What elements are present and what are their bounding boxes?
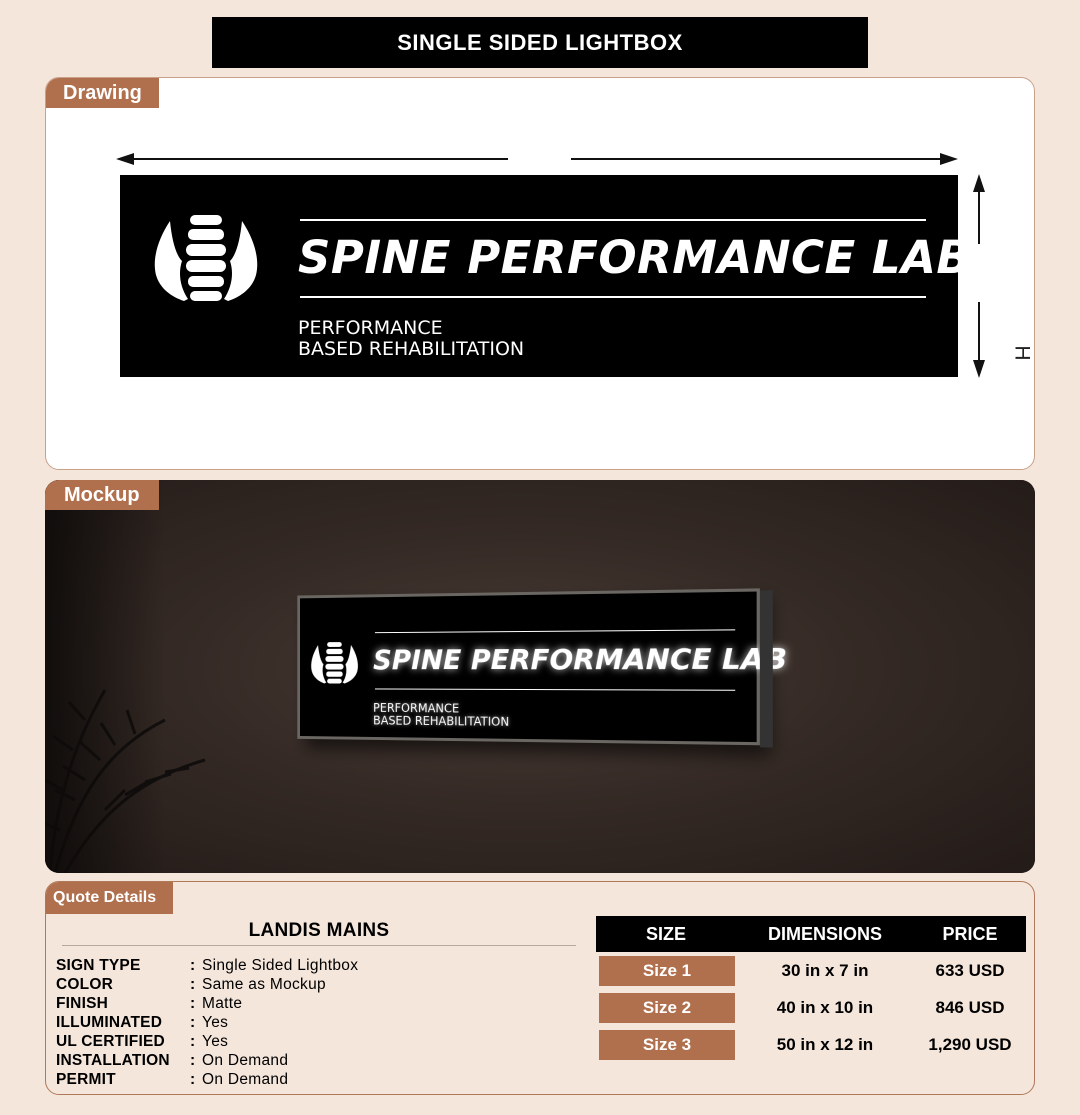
spec-value: On Demand <box>202 1051 289 1069</box>
table-row: Size 1 30 in x 7 in 633 USD <box>596 952 1026 989</box>
spec-colon: : <box>190 994 196 1012</box>
height-dimension-arrow <box>973 174 985 378</box>
spec-row: COLOR : Same as Mockup <box>56 975 358 994</box>
spec-row: ILLUMINATED : Yes <box>56 1013 358 1032</box>
drawing-tag: Drawing <box>46 78 159 108</box>
page-title: SINGLE SIDED LIGHTBOX <box>212 17 868 68</box>
price-cell: 846 USD <box>935 997 1005 1017</box>
sign-title: SPINE PERFORMANCE LAB <box>373 641 788 677</box>
spec-row: PERMIT : On Demand <box>56 1070 358 1089</box>
table-row: Size 3 50 in x 12 in 1,290 USD <box>596 1026 1026 1063</box>
sign-top-rule <box>300 219 926 221</box>
spec-value: Same as Mockup <box>202 975 326 993</box>
spec-value: Matte <box>202 994 243 1012</box>
size-pill: Size 1 <box>599 955 735 986</box>
sign-subtitle-line1: PERFORMANCE <box>298 317 443 339</box>
spec-row: FINISH : Matte <box>56 994 358 1013</box>
width-dimension-arrow <box>116 153 958 165</box>
mockup-tag: Mockup <box>45 480 159 510</box>
spec-colon: : <box>190 1051 196 1069</box>
header-dimensions: DIMENSIONS <box>767 923 882 944</box>
plant-leaves-icon <box>45 689 206 873</box>
spec-label: COLOR <box>56 975 113 993</box>
spec-colon: : <box>190 1070 196 1088</box>
spec-label: FINISH <box>56 994 109 1012</box>
spec-label: SIGN TYPE <box>56 956 141 974</box>
price-table-header: SIZE DIMENSIONS PRICE <box>596 916 1026 952</box>
spec-row: SIGN TYPE : Single Sided Lightbox <box>56 956 358 975</box>
spec-colon: : <box>190 1013 196 1031</box>
spec-colon: : <box>190 956 196 974</box>
dimensions-cell: 30 in x 7 in <box>781 960 869 980</box>
drawing-panel: Drawing W H SPINE PERFORMANCE LAB PERFOR… <box>45 77 1035 470</box>
spec-colon: : <box>190 975 196 993</box>
mockup-shadow <box>45 480 165 873</box>
spec-label: PERMIT <box>56 1070 116 1088</box>
spec-value: On Demand <box>202 1070 289 1088</box>
table-row: Size 2 40 in x 10 in 846 USD <box>596 989 1026 1026</box>
sign-mockup: SPINE PERFORMANCE LAB PERFORMANCE BASED … <box>297 588 787 754</box>
sign-top-rule <box>374 629 736 634</box>
spec-label: ILLUMINATED <box>56 1013 163 1031</box>
spec-value: Yes <box>202 1032 229 1050</box>
quote-panel: Quote Details LANDIS MAINS SIGN TYPE : S… <box>45 881 1035 1095</box>
spec-row: UL CERTIFIED : Yes <box>56 1032 358 1051</box>
mockup-panel: SPINE PERFORMANCE LAB PERFORMANCE BASED … <box>45 480 1035 873</box>
spec-row: INSTALLATION : On Demand <box>56 1051 358 1070</box>
sign-drawing: SPINE PERFORMANCE LAB PERFORMANCE BASED … <box>120 175 971 377</box>
sign-subtitle-line2: BASED REHABILITATION <box>298 337 525 360</box>
spine-hands-icon <box>154 215 258 301</box>
spec-colon: : <box>190 1032 196 1050</box>
price-cell: 1,290 USD <box>928 1034 1012 1054</box>
price-cell: 633 USD <box>935 960 1005 980</box>
spec-value: Single Sided Lightbox <box>202 956 359 974</box>
sign-subtitle: PERFORMANCE BASED REHABILITATION <box>373 701 510 730</box>
height-label: H <box>1010 345 1034 361</box>
price-table: SIZE DIMENSIONS PRICE Size 1 30 in x 7 i… <box>596 916 1026 1063</box>
spec-label: UL CERTIFIED <box>56 1032 165 1050</box>
header-size: SIZE <box>645 923 686 944</box>
size-cell: Size 3 <box>596 1029 736 1060</box>
spec-value: Yes <box>202 1013 229 1031</box>
spine-hands-icon <box>311 642 358 684</box>
sign-bottom-rule <box>374 688 736 691</box>
size-pill: Size 3 <box>599 1029 735 1060</box>
client-divider <box>62 945 576 946</box>
header-price: PRICE <box>942 923 998 944</box>
size-pill: Size 2 <box>599 992 735 1023</box>
sign-title: SPINE PERFORMANCE LAB <box>298 231 972 284</box>
size-cell: Size 1 <box>596 955 736 986</box>
sign-mockup-side <box>759 590 773 748</box>
spec-label: INSTALLATION <box>56 1051 170 1069</box>
sign-subtitle: PERFORMANCE BASED REHABILITATION <box>298 318 524 360</box>
dimensions-cell: 40 in x 10 in <box>776 997 874 1017</box>
sign-subtitle-line2: BASED REHABILITATION <box>373 713 510 730</box>
sign-mockup-face: SPINE PERFORMANCE LAB PERFORMANCE BASED … <box>297 588 787 746</box>
dimensions-cell: 50 in x 12 in <box>776 1034 874 1054</box>
client-name: LANDIS MAINS <box>248 920 390 941</box>
spec-list: SIGN TYPE : Single Sided Lightbox COLOR … <box>56 956 358 1089</box>
size-cell: Size 2 <box>596 992 736 1023</box>
quote-tag: Quote Details <box>46 882 173 914</box>
sign-bottom-rule <box>300 296 926 298</box>
